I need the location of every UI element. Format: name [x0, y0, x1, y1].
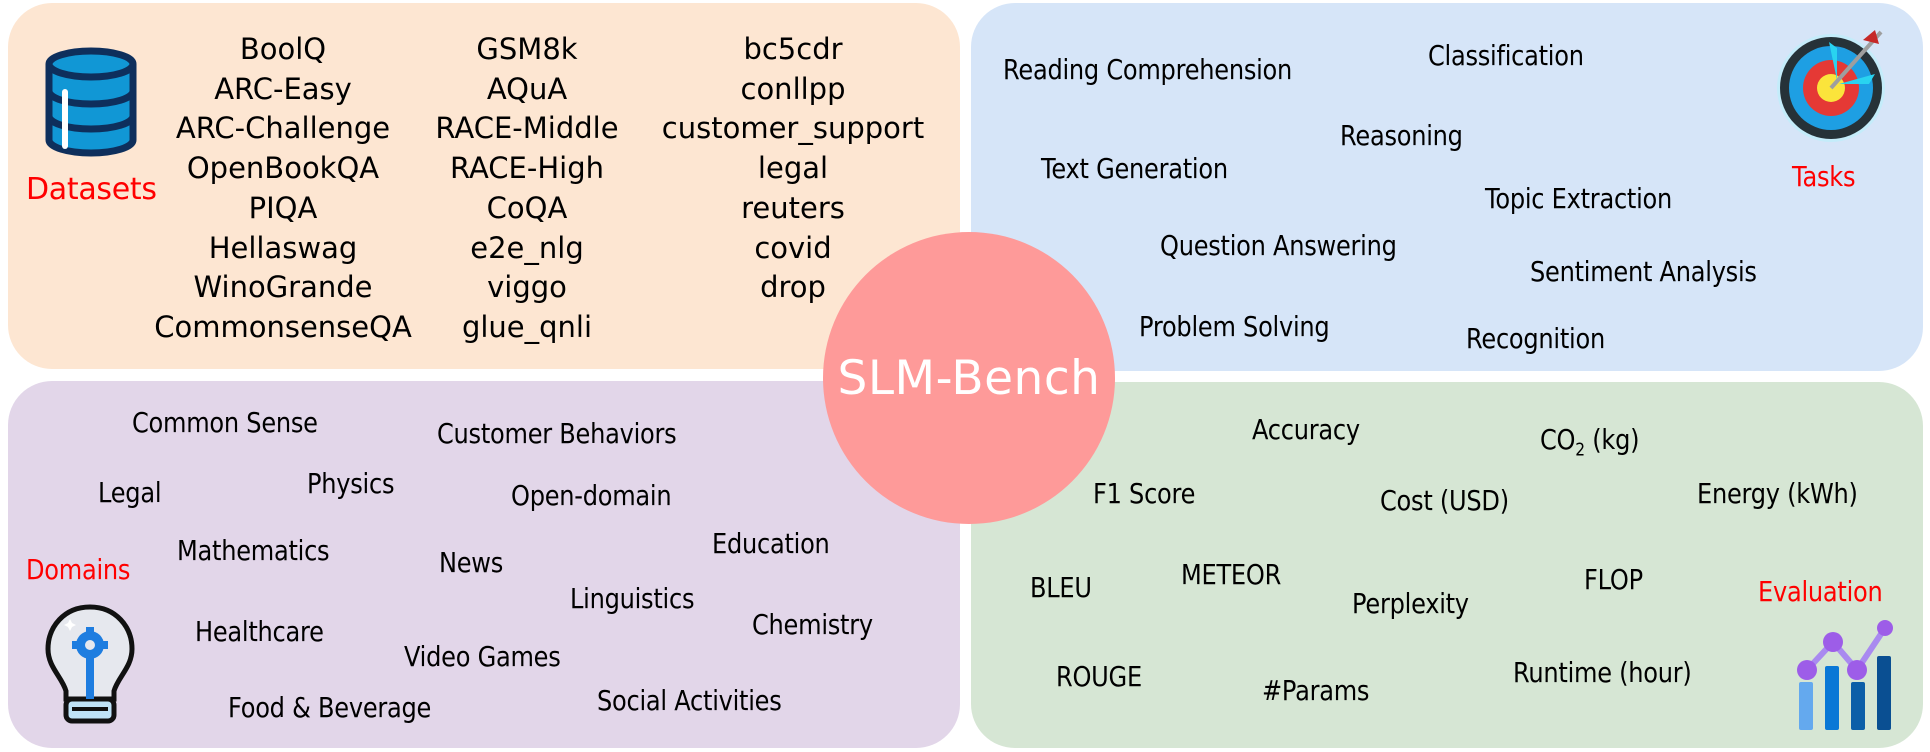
dataset-item: Hellaswag — [208, 230, 358, 265]
domain-item: Legal — [98, 476, 162, 509]
task-item: Sentiment Analysis — [1530, 255, 1757, 288]
evaluation-label: Evaluation — [1758, 575, 1883, 608]
task-item: Question Answering — [1160, 229, 1397, 262]
domain-item: Physics — [307, 467, 395, 500]
task-item: Recognition — [1466, 322, 1605, 355]
domain-item: Open-domain — [511, 479, 672, 512]
dataset-item: BoolQ — [239, 32, 327, 66]
dataset-item: customer_support — [661, 111, 925, 146]
dataset-item: AQuA — [486, 71, 568, 106]
dataset-item: bc5cdr — [743, 32, 843, 66]
chart-icon — [1797, 620, 1893, 730]
dataset-item: ARC-Easy — [214, 71, 352, 106]
metric-item: Accuracy — [1252, 413, 1360, 446]
datasets-column-3: bc5cdr conllpp customer_support legal re… — [643, 30, 943, 308]
domain-item: Food & Beverage — [228, 691, 432, 724]
domain-item: Customer Behaviors — [437, 417, 677, 450]
dataset-item: legal — [757, 151, 829, 186]
dataset-item: conllpp — [740, 71, 846, 106]
dataset-item: glue_qnli — [461, 309, 593, 344]
dataset-item: e2e_nlg — [470, 230, 584, 265]
task-item: Classification — [1428, 39, 1584, 72]
metric-item: Perplexity — [1352, 587, 1469, 620]
dataset-item: CoQA — [486, 190, 568, 225]
domain-item: Video Games — [404, 640, 561, 673]
dataset-item: ARC-Challenge — [175, 111, 391, 146]
domain-item: Chemistry — [752, 608, 873, 641]
domain-item: Education — [712, 527, 830, 560]
domains-panel — [8, 381, 960, 748]
task-item: Problem Solving — [1139, 310, 1330, 343]
metric-item: FLOP — [1584, 563, 1643, 596]
dataset-item: GSM8k — [476, 32, 578, 66]
dataset-item: PIQA — [248, 190, 318, 225]
dataset-item: RACE-Middle — [435, 111, 619, 146]
dataset-item: WinoGrande — [193, 270, 373, 305]
metric-item: ROUGE — [1056, 660, 1142, 693]
task-item: Text Generation — [1041, 152, 1228, 185]
domain-item: Mathematics — [177, 534, 330, 567]
dataset-item: OpenBookQA — [186, 151, 380, 186]
dataset-item: drop — [760, 270, 826, 305]
task-item: Reading Comprehension — [1003, 53, 1293, 86]
domain-item: News — [439, 546, 504, 579]
slm-bench-hub: SLM-Bench — [823, 232, 1115, 524]
datasets-panel — [8, 3, 960, 369]
tasks-panel — [971, 3, 1923, 371]
metric-item: #Params — [1262, 674, 1370, 707]
task-item: Topic Extraction — [1485, 182, 1673, 215]
metric-item: Energy (kWh) — [1697, 477, 1858, 510]
dataset-item: covid — [754, 230, 832, 265]
datasets-column-1: BoolQ ARC-Easy ARC-Challenge OpenBookQA … — [143, 30, 423, 348]
domain-item: Healthcare — [195, 615, 324, 648]
domains-label: Domains — [26, 553, 131, 586]
dataset-item: viggo — [487, 270, 567, 305]
database-icon — [45, 47, 137, 157]
tasks-label: Tasks — [1792, 160, 1856, 193]
metric-item: BLEU — [1030, 571, 1092, 604]
metric-item: Runtime (hour) — [1513, 656, 1692, 689]
metric-item: Cost (USD) — [1380, 484, 1509, 517]
domain-item: Linguistics — [570, 582, 695, 615]
metric-item: METEOR — [1181, 558, 1282, 591]
datasets-column-2: GSM8k AQuA RACE-Middle RACE-High CoQA e2… — [417, 30, 637, 348]
evaluation-panel — [971, 382, 1923, 748]
domain-item: Social Activities — [597, 684, 782, 717]
dataset-item: reuters — [741, 190, 845, 225]
dataset-item: CommonsenseQA — [154, 309, 412, 344]
metric-item-co2: CO2 (kg) — [1540, 423, 1640, 461]
metric-item: F1 Score — [1093, 477, 1196, 510]
dataset-item: RACE-High — [450, 151, 604, 186]
domain-item: Common Sense — [132, 406, 318, 439]
target-icon — [1777, 30, 1885, 142]
datasets-label: Datasets — [26, 172, 157, 207]
center-title: SLM-Bench — [837, 350, 1101, 406]
lightbulb-icon — [45, 604, 135, 724]
task-item: Reasoning — [1340, 119, 1463, 152]
